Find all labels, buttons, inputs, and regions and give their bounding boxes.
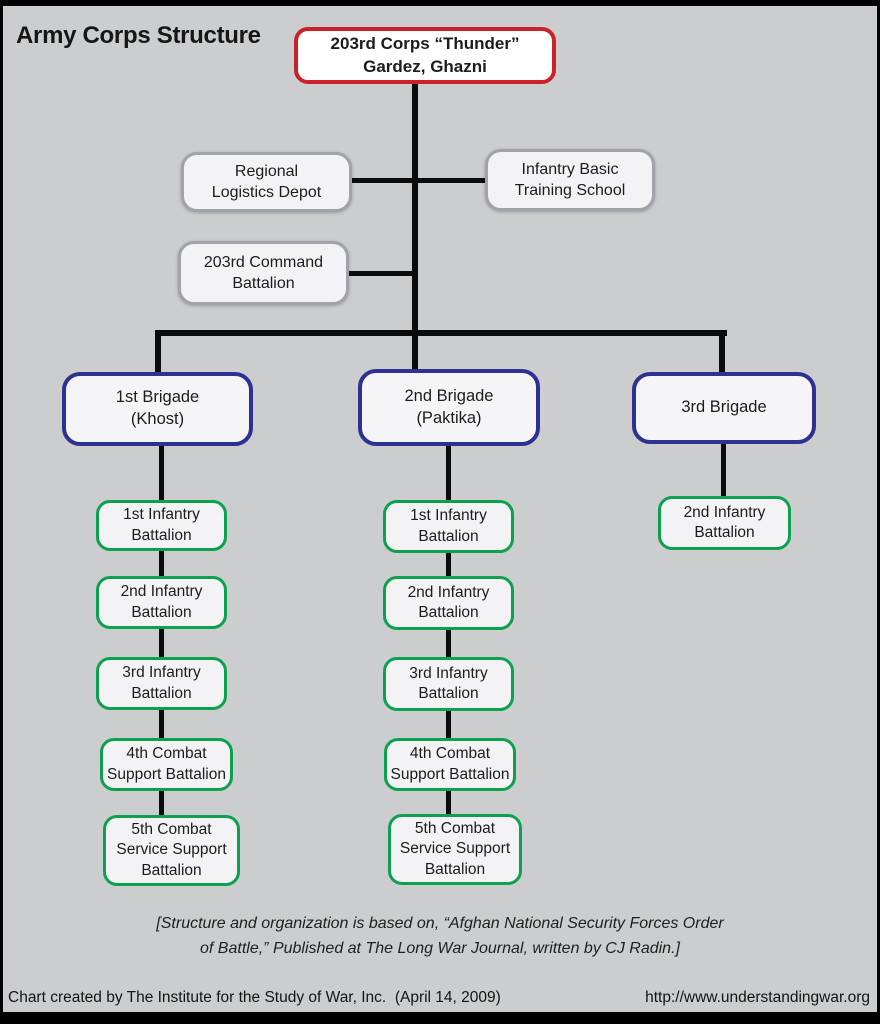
battalion-label-line: Battalion: [424, 860, 486, 878]
connector-brigade-bus: [155, 330, 727, 336]
battalion-label-line: 5th Combat: [414, 819, 496, 837]
battalion-label-line: 2nd Infantry: [120, 583, 203, 601]
node-b2-4th-combat-support-battalion: 4th Combat Support Battalion: [384, 738, 516, 791]
node-3rd-brigade: 3rd Brigade: [632, 372, 816, 444]
battalion-label-line: 2nd Infantry: [407, 583, 490, 601]
battalion-label-line: 1st Infantry: [123, 506, 200, 524]
battalion-label-line: Battalion: [131, 684, 192, 702]
node-b2-2nd-infantry-battalion: 2nd Infantry Battalion: [383, 576, 514, 630]
unit-label-line: Logistics Depot: [211, 184, 322, 201]
node-b1-1st-infantry-battalion: 1st Infantry Battalion: [96, 500, 227, 551]
battalion-label-line: 5th Combat: [131, 820, 212, 838]
connector-command-battalion: [346, 271, 416, 276]
brigade-label-line: 3rd Brigade: [681, 398, 767, 417]
battalion-label-line: Battalion: [141, 861, 202, 879]
page-title: Army Corps Structure: [16, 22, 261, 49]
battalion-label-line: Battalion: [131, 526, 192, 544]
frame-bottom: [0, 1012, 880, 1024]
citation-line: of Battle,” Published at The Long War Jo…: [200, 939, 680, 957]
brigade-label-line: 1st Brigade: [115, 388, 200, 407]
source-citation: [Structure and organization is based on,…: [0, 912, 880, 962]
unit-label-line: Infantry Basic: [521, 160, 619, 178]
battalion-label-line: Battalion: [418, 604, 479, 621]
connector-brigade3-column: [721, 444, 726, 506]
battalion-label-line: Battalion: [131, 603, 192, 621]
brigade-label-line: (Khost): [130, 410, 185, 428]
citation-line: [Structure and organization is based on,…: [156, 915, 724, 932]
frame-right: [877, 0, 880, 1024]
battalion-label-line: 1st Infantry: [410, 507, 487, 525]
node-203rd-command-battalion: 203rd Command Battalion: [178, 241, 349, 305]
node-b2-1st-infantry-battalion: 1st Infantry Battalion: [383, 500, 514, 553]
battalion-label-line: 4th Combat: [126, 745, 207, 763]
node-b2-5th-combat-service-support-battalion: 5th Combat Service Support Battalion: [388, 814, 522, 885]
footer-credit: Chart created by The Institute for the S…: [8, 989, 501, 1006]
node-regional-logistics-depot: Regional Logistics Depot: [181, 152, 352, 212]
node-corps-203rd: 203rd Corps “Thunder” Gardez, Ghazni: [294, 27, 556, 84]
node-b1-2nd-infantry-battalion: 2nd Infantry Battalion: [96, 576, 227, 629]
node-b1-5th-combat-service-support-battalion: 5th Combat Service Support Battalion: [103, 815, 240, 886]
connector-trunk: [412, 84, 418, 376]
node-2nd-brigade: 2nd Brigade (Paktika): [358, 369, 540, 446]
battalion-label-line: Service Support: [116, 841, 227, 859]
corps-name: 203rd Corps “Thunder”: [330, 34, 520, 54]
battalion-label-line: 4th Combat: [409, 745, 491, 763]
node-infantry-basic-training-school: Infantry Basic Training School: [485, 149, 655, 211]
corps-location: Gardez, Ghazni: [363, 56, 487, 76]
battalion-label-line: 2nd Infantry: [683, 503, 766, 521]
frame-left: [0, 0, 3, 1024]
connector-brigade1-column: [159, 446, 164, 828]
brigade-label-line: 2nd Brigade: [404, 386, 494, 405]
battalion-label-line: 3rd Infantry: [122, 664, 201, 682]
node-b3-2nd-infantry-battalion: 2nd Infantry Battalion: [658, 496, 791, 550]
unit-label-line: Training School: [514, 182, 626, 199]
connector-brigade3-stub: [719, 330, 725, 382]
unit-label-line: 203rd Command: [203, 253, 324, 271]
battalion-label-line: Support Battalion: [107, 765, 226, 783]
unit-label-line: Regional: [234, 162, 299, 180]
battalion-label-line: Battalion: [418, 685, 479, 702]
battalion-label-line: Battalion: [418, 527, 479, 545]
connector-depot-school: [350, 178, 487, 183]
brigade-label-line: (Paktika): [416, 408, 482, 427]
frame-top: [0, 0, 880, 6]
node-b2-3rd-infantry-battalion: 3rd Infantry Battalion: [383, 657, 514, 711]
node-b1-3rd-infantry-battalion: 3rd Infantry Battalion: [96, 657, 227, 710]
node-1st-brigade: 1st Brigade (Khost): [62, 372, 253, 446]
footer-url: http://www.understandingwar.org: [645, 989, 870, 1006]
node-b1-4th-combat-support-battalion: 4th Combat Support Battalion: [100, 738, 233, 791]
battalion-label-line: 3rd Infantry: [409, 664, 488, 682]
connector-brigade2-column: [446, 446, 451, 828]
battalion-label-line: Service Support: [399, 840, 511, 858]
battalion-label-line: Battalion: [694, 524, 755, 541]
battalion-label-line: Support Battalion: [390, 765, 510, 783]
unit-label-line: Battalion: [232, 275, 295, 292]
connector-brigade1-stub: [155, 330, 161, 382]
